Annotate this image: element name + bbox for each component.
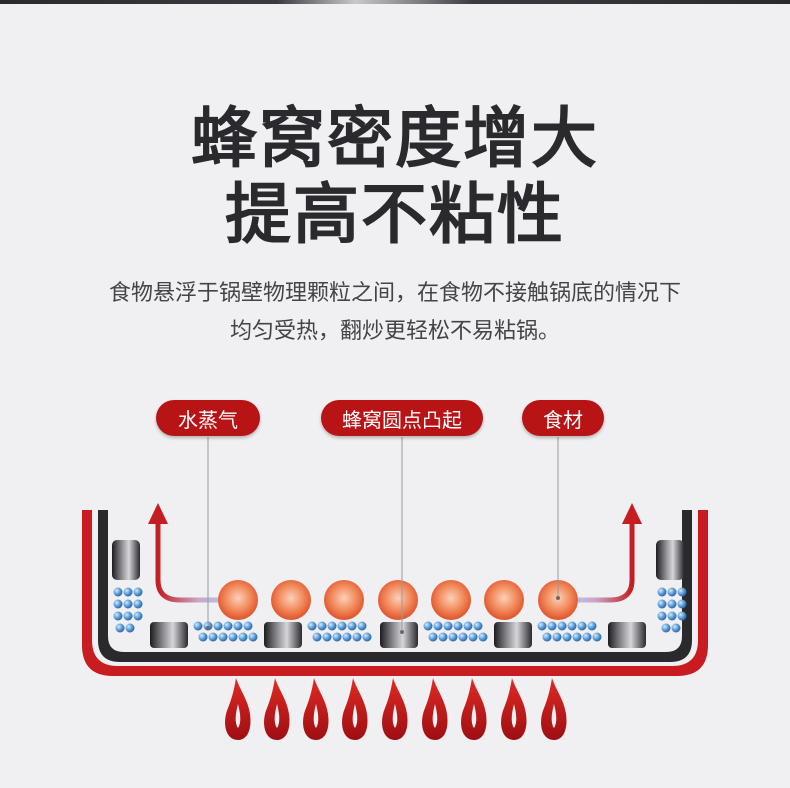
label-food: 食材 (522, 400, 604, 436)
page-title-line2: 提高不粘性 (225, 176, 565, 253)
label-leader-lines (206, 437, 560, 634)
food-pieces (218, 580, 578, 620)
left-wall-block (112, 540, 140, 580)
steam-arrowhead-left (148, 503, 168, 524)
honeycomb-bumps (150, 622, 646, 648)
label-steam: 水蒸气 (156, 400, 260, 436)
top-border-strip (0, 0, 790, 4)
flames (225, 678, 567, 740)
page-title-line1: 蜂窝密度增大 (191, 100, 599, 177)
steam-particles (113, 587, 687, 642)
steam-arrow-right (570, 522, 635, 603)
steam-arrow-left (155, 522, 226, 603)
label-honeycomb-dots: 蜂窝圆点凸起 (321, 400, 483, 436)
description-line2: 均匀受热，翻炒更轻松不易粘锅。 (229, 319, 560, 344)
description-line1: 食物悬浮于锅壁物理颗粒之间，在食物不接触锅底的情况下 (108, 281, 681, 306)
steam-arrowhead-right (622, 503, 642, 524)
right-wall-block (656, 540, 684, 580)
